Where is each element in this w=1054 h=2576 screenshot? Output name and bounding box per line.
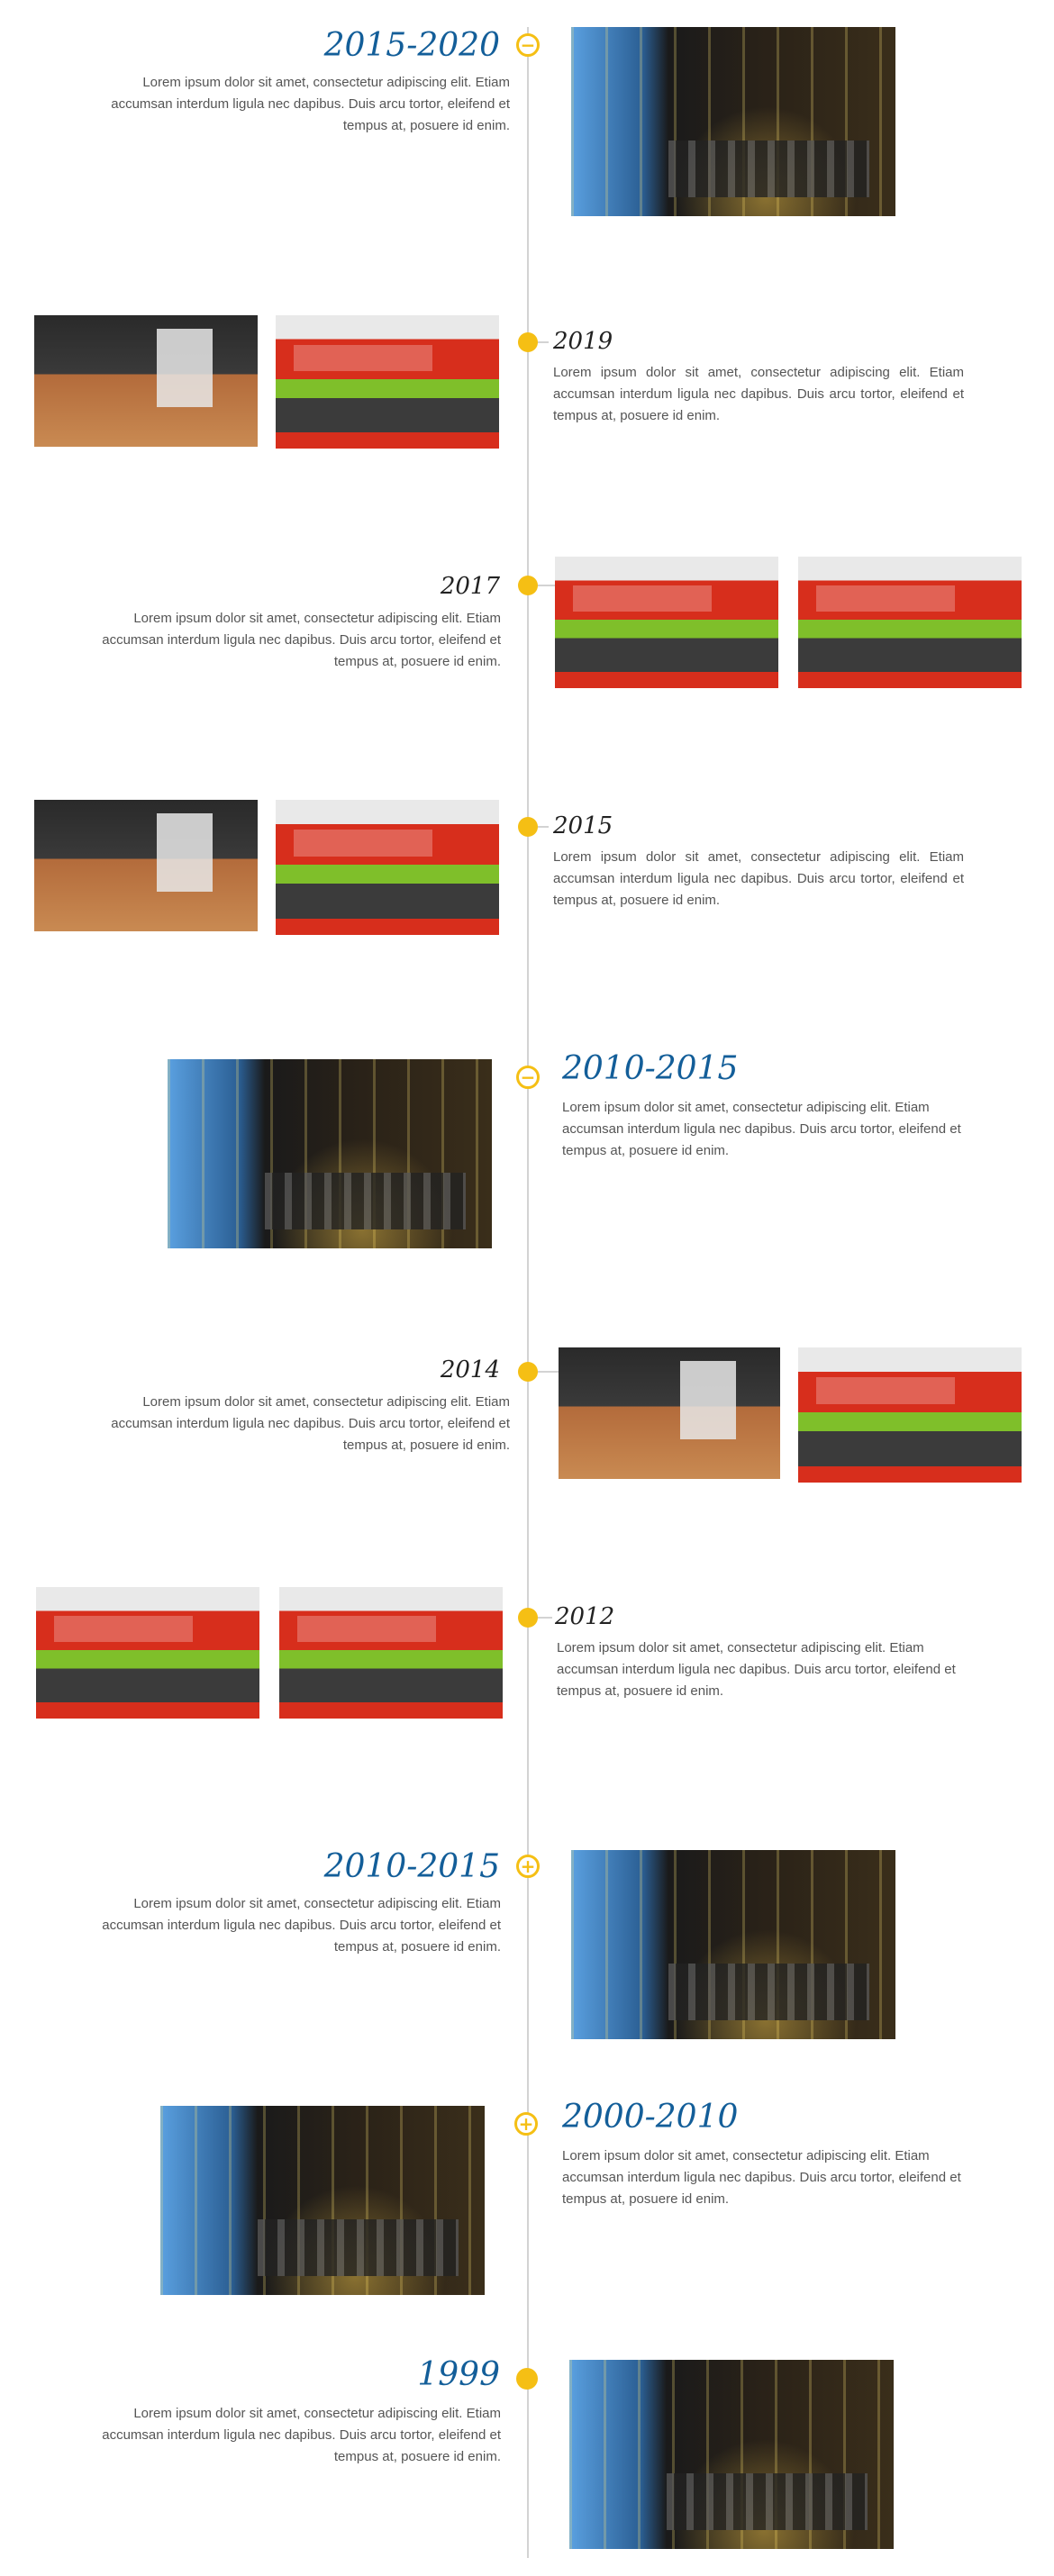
entry-year: 2019 (553, 328, 613, 355)
timeline-dot-icon (518, 817, 538, 837)
gym-interior-photo[interactable] (34, 315, 258, 447)
gym-storefront-photo[interactable] (279, 1587, 503, 1719)
gym-interior-photo[interactable] (569, 2360, 894, 2549)
connector-line (538, 1617, 552, 1619)
entry-year: 2014 (440, 1356, 500, 1383)
gym-interior-photo[interactable] (559, 1347, 780, 1479)
gym-storefront-photo[interactable] (36, 1587, 259, 1719)
entry-description: Lorem ipsum dolor sit amet, consectetur … (553, 849, 964, 908)
entry-description: Lorem ipsum dolor sit amet, consectetur … (553, 365, 964, 423)
gym-interior-photo[interactable] (34, 800, 258, 931)
entry-description: Lorem ipsum dolor sit amet, consectetur … (111, 1394, 510, 1453)
gym-interior-photo[interactable] (571, 27, 895, 216)
entry-description: Lorem ipsum dolor sit amet, consectetur … (102, 611, 501, 669)
entry-description: Lorem ipsum dolor sit amet, consectetur … (562, 1100, 961, 1158)
connector-line (538, 341, 549, 343)
gym-storefront-photo[interactable] (276, 800, 499, 935)
timeline-axis (527, 27, 529, 2558)
timeline-dot-icon (518, 576, 538, 595)
timeline-dot-icon (516, 2368, 538, 2390)
collapse-toggle-icon[interactable]: − (516, 33, 540, 57)
entry-year: 1999 (417, 2356, 500, 2393)
entry-year: 2017 (440, 573, 500, 600)
entry-year: 2015 (553, 812, 613, 839)
connector-line (538, 1371, 559, 1373)
entry-year: 2015-2020 (323, 27, 500, 64)
gym-storefront-photo[interactable] (798, 557, 1022, 688)
collapse-toggle-icon[interactable]: − (516, 1066, 540, 1089)
connector-line (538, 585, 556, 586)
entry-description: Lorem ipsum dolor sit amet, consectetur … (102, 2406, 501, 2464)
gym-storefront-photo[interactable] (798, 1347, 1022, 1483)
entry-description: Lorem ipsum dolor sit amet, consectetur … (111, 75, 510, 133)
gym-storefront-photo[interactable] (276, 315, 499, 449)
entry-year: 2012 (555, 1603, 615, 1630)
timeline-dot-icon (518, 332, 538, 352)
connector-line (538, 826, 549, 828)
expand-toggle-icon[interactable]: + (514, 2112, 538, 2136)
gym-storefront-photo[interactable] (555, 557, 778, 688)
entry-description: Lorem ipsum dolor sit amet, consectetur … (102, 1896, 501, 1955)
gym-interior-photo[interactable] (571, 1850, 895, 2039)
entry-description: Lorem ipsum dolor sit amet, consectetur … (562, 2148, 961, 2207)
timeline-dot-icon (518, 1608, 538, 1628)
entry-year: 2010-2015 (323, 1848, 500, 1885)
entry-year: 2000-2010 (562, 2099, 739, 2136)
entry-description: Lorem ipsum dolor sit amet, consectetur … (557, 1640, 956, 1699)
expand-toggle-icon[interactable]: + (516, 1855, 540, 1878)
gym-interior-photo[interactable] (168, 1059, 492, 1248)
entry-year: 2010-2015 (562, 1050, 739, 1087)
timeline-dot-icon (518, 1362, 538, 1382)
gym-interior-photo[interactable] (160, 2106, 485, 2295)
